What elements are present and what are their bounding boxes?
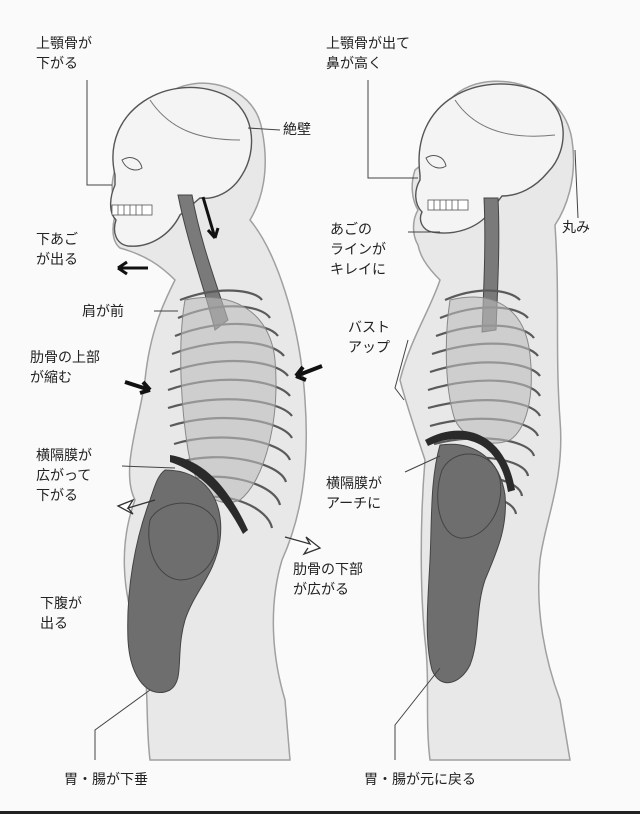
left-diaphragm [170, 455, 248, 534]
right-skull [415, 83, 564, 234]
label-line: 広がって [36, 468, 92, 484]
label-line: 胃・腸が下垂 [64, 772, 148, 788]
left-arrow-ribs-front [124, 380, 152, 395]
label-left-diaphragm: 横隔膜が 広がって 下がる [36, 446, 92, 506]
label-line: 絶壁 [283, 122, 311, 138]
left-arrow-diaphragm [116, 498, 156, 515]
left-leader-lines [86, 80, 281, 760]
label-line: 胃・腸が元に戻る [364, 772, 476, 788]
label-line: あごの [330, 222, 372, 238]
label-right-bust: バスト アップ [348, 318, 390, 358]
right-diaphragm [425, 430, 515, 492]
left-eye-orbit [121, 157, 143, 171]
label-left-abdomen: 下腹が 出る [40, 594, 82, 634]
bottom-rule [0, 811, 640, 814]
right-skull-suture [454, 99, 556, 137]
right-lung [445, 296, 532, 444]
right-leader-lines [367, 80, 579, 760]
label-line: 下あご [36, 232, 78, 248]
label-left-upper-ribs: 肋骨の上部 が縮む [30, 348, 100, 388]
label-line: 下がる [36, 488, 78, 504]
label-line: 肋骨の上部 [30, 350, 100, 366]
label-right-jaw: あごの ラインが キレイに [330, 220, 386, 280]
label-line: アーチに [326, 496, 382, 512]
label-line: 上顎骨が [36, 36, 92, 52]
label-line: ラインが [330, 242, 386, 258]
label-line: 横隔膜が [36, 448, 92, 464]
label-left-shoulder: 肩が前 [82, 302, 124, 322]
left-skull-suture [149, 99, 241, 141]
left-teeth [111, 204, 153, 216]
left-figure [86, 80, 323, 761]
label-left-lower-ribs: 肋骨の下部 が広がる [293, 560, 363, 600]
left-arrow-lower-ribs [284, 536, 322, 556]
label-left-stomach: 胃・腸が下垂 [64, 770, 148, 790]
right-stomach-outline [437, 453, 502, 539]
label-line: 肩が前 [82, 304, 124, 320]
label-line: が広がる [293, 582, 349, 598]
left-stomach-outline [148, 502, 219, 581]
left-stomach [127, 469, 222, 693]
label-line: 下腹が [40, 596, 82, 612]
label-right-skull: 丸み [562, 218, 590, 238]
label-line: 丸み [562, 220, 590, 236]
label-right-maxilla: 上顎骨が出て 鼻が高く [326, 34, 410, 74]
label-line: 肋骨の下部 [293, 562, 363, 578]
left-arrow-neck [201, 196, 220, 239]
label-right-diaphragm: 横隔膜が アーチに [326, 474, 382, 514]
label-left-jaw: 下あご が出る [36, 230, 78, 270]
label-line: バスト [348, 320, 390, 336]
label-line: 横隔膜が [326, 476, 382, 492]
label-line: 出る [40, 616, 68, 632]
label-line: 鼻が高く [326, 56, 382, 72]
label-line: 下がる [36, 56, 78, 72]
label-left-maxilla: 上顎骨が 下がる [36, 34, 92, 74]
right-eye-orbit [425, 155, 447, 169]
right-figure [367, 80, 579, 761]
label-right-stomach: 胃・腸が元に戻る [364, 770, 476, 790]
label-line: が縮む [30, 370, 72, 386]
left-lung [180, 297, 277, 503]
label-line: が出る [36, 252, 78, 268]
label-left-skull: 絶壁 [283, 120, 311, 140]
right-stomach [426, 443, 506, 684]
label-line: キレイに [330, 262, 386, 278]
label-line: アップ [348, 340, 390, 356]
right-teeth [427, 199, 469, 211]
left-arrow-jaw [117, 260, 148, 276]
label-line: 上顎骨が出て [326, 36, 410, 52]
left-arrow-ribs-back [294, 364, 323, 382]
